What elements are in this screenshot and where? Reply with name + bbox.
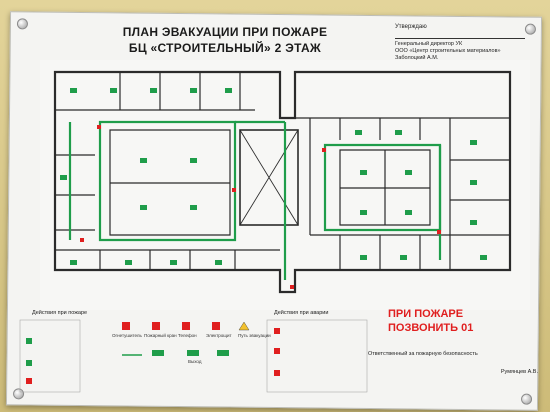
fire-call-notice: ПРИ ПОЖАРЕ ПОЗВОНИТЬ 01 xyxy=(388,307,528,335)
approval-label: Утверждаю xyxy=(395,24,427,30)
fire-actions-title: Действия при пожаре xyxy=(32,310,88,316)
responsible-label: Ответственный за пожарную безопасность xyxy=(368,351,478,357)
legend-item-hose: Пожарный кран xyxy=(144,333,177,338)
approval-name: Заболоцкий А.М. xyxy=(395,55,439,61)
fire-call-line1: ПРИ ПОЖАРЕ xyxy=(388,308,464,320)
screw-icon xyxy=(16,18,29,30)
inner-walls xyxy=(55,72,510,270)
screw-icon xyxy=(520,393,533,405)
approval-company: ООО «Центр строительных материалов» xyxy=(395,48,501,54)
fire-equipment-marks xyxy=(80,125,441,289)
fire-hose-icon xyxy=(152,322,160,330)
extinguisher-icon xyxy=(122,322,130,330)
signature-line xyxy=(395,31,525,39)
exit-icon xyxy=(152,350,164,356)
exit-icon xyxy=(217,350,229,356)
outer-walls xyxy=(53,70,512,294)
floor-plan-diagram xyxy=(40,60,530,310)
evacuation-routes xyxy=(68,120,442,280)
legend-item-phone: Телефон xyxy=(178,333,197,338)
fire-call-line2: ПОЗВОНИТЬ 01 xyxy=(388,322,474,334)
screw-icon xyxy=(524,23,536,35)
approval-block: Утверждаю Генеральный директор УК ООО «Ц… xyxy=(395,24,525,62)
plan-title: ПЛАН ЭВАКУАЦИИ ПРИ ПОЖАРЕ БЦ «СТРОИТЕЛЬН… xyxy=(90,24,360,56)
plan-title-line1: ПЛАН ЭВАКУАЦИИ ПРИ ПОЖАРЕ xyxy=(122,25,328,39)
exit-signs xyxy=(60,88,487,265)
warning-icon xyxy=(238,321,250,331)
exit-icon xyxy=(187,350,199,356)
legend-panel: Действия при пожаре Действия при аварии … xyxy=(12,310,372,402)
legend-graphics xyxy=(19,319,368,393)
phone-icon xyxy=(182,322,190,330)
responsible-block: Ответственный за пожарную безопасность Р… xyxy=(368,350,538,376)
accident-actions-title: Действия при аварии xyxy=(274,310,329,316)
plan-title-line2: БЦ «СТРОИТЕЛЬНЫЙ» 2 ЭТАЖ xyxy=(128,41,322,55)
panel-icon xyxy=(212,322,220,330)
approval-position: Генеральный директор УК xyxy=(395,41,463,47)
responsible-name: Румянцев А.В. xyxy=(500,369,538,375)
legend-item-route: Путь эвакуации xyxy=(238,333,271,338)
legend-item-exit: Выход xyxy=(188,359,202,364)
legend-item-panel: Электрощит xyxy=(206,333,232,338)
legend-item-extinguisher: Огнетушитель xyxy=(112,333,142,338)
